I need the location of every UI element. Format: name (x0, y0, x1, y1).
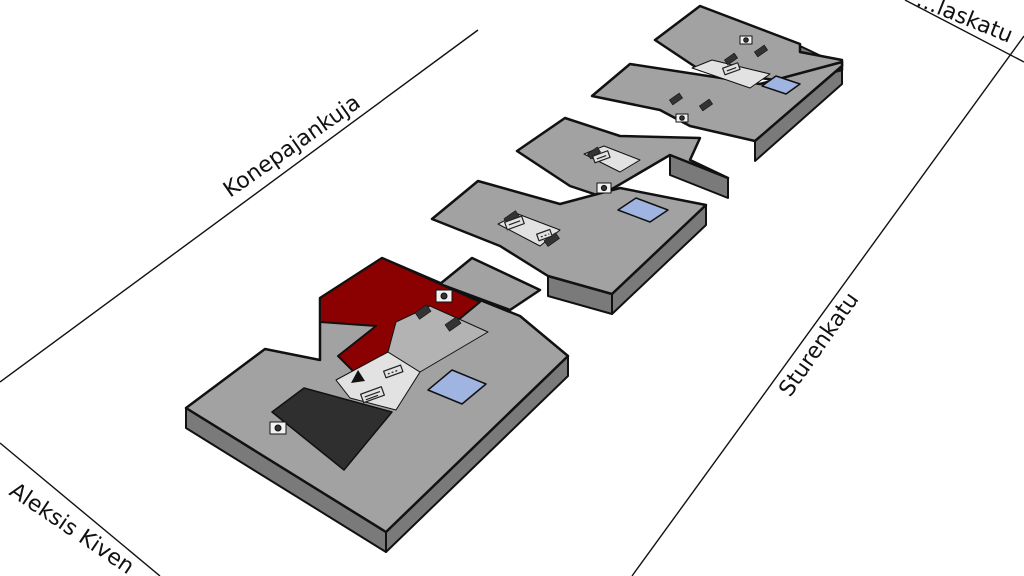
stairs-icon (536, 228, 553, 242)
stairs-icon (592, 150, 611, 164)
atrium-skylight-icon (761, 75, 801, 95)
street-label-aleksis-kiven: Aleksis Kiven (5, 478, 139, 576)
stairs-icon (722, 62, 741, 76)
stairs-icon (360, 386, 385, 404)
aleksis-kiven-street-line (0, 442, 161, 576)
elevators (269, 35, 753, 435)
fixture (444, 316, 462, 332)
fixture (754, 44, 768, 58)
elevator-icon (435, 289, 453, 303)
sturenkatu-street-line (631, 35, 1024, 576)
you-are-here-marker-icon (351, 370, 365, 383)
street-label-top-corner: …laskatu (913, 0, 1016, 49)
fixture (724, 52, 738, 66)
fixture (669, 92, 683, 106)
stairs-icon (383, 364, 404, 379)
connector-corridor (438, 256, 542, 312)
elevator-icon (739, 35, 753, 45)
top-corner-street-line (904, 0, 1024, 63)
atrium-skylight-icon (617, 197, 669, 223)
elevator-icon (269, 421, 287, 435)
atrium-skylight-icon (427, 369, 487, 405)
elevator-icon (596, 182, 612, 194)
building (184, 4, 844, 553)
elevator-icon (675, 113, 689, 123)
atria (427, 75, 801, 405)
side-face-wing3-front (669, 154, 729, 199)
service-core-wing-2 (691, 59, 771, 89)
stairs-group (360, 62, 741, 404)
stairs-icon (504, 215, 525, 231)
konepajankuja-street-line (0, 29, 479, 383)
fixture (699, 98, 713, 112)
fixture (414, 304, 432, 320)
street-label-konepajankuja: Konepajankuja (219, 90, 365, 203)
dark-room (271, 387, 393, 471)
street-label-sturenkatu: Sturenkatu (774, 288, 864, 401)
